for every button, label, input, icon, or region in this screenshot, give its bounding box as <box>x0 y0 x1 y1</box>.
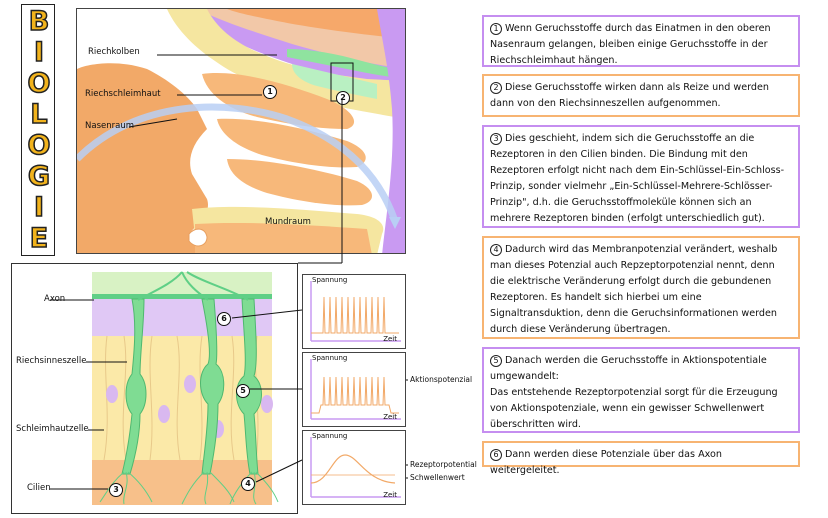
marker-2: 2 <box>336 91 350 105</box>
title-letter: L <box>30 99 49 130</box>
title-letter: G <box>27 161 51 192</box>
title-letter: E <box>29 223 49 254</box>
graph-1-plot <box>310 281 401 342</box>
label-mundraum: Mundraum <box>265 217 311 227</box>
step-5-text-2: Das entstehende Rezeptorpotenzial sorgt … <box>490 387 778 430</box>
step-3-text: Dies geschieht, indem sich die Geruchsst… <box>490 133 785 224</box>
nose-diagram: Riechkolben Riechschleimhaut Nasenraum M… <box>76 8 406 254</box>
label-riechsinneszelle: Riechsinneszelle <box>16 356 87 366</box>
marker-6: 6 <box>217 312 231 326</box>
title-letter: O <box>27 130 51 161</box>
step-2-text: Diese Geruchsstoffe wirken dann als Reiz… <box>490 82 769 109</box>
title-banner: B I O L O G I E <box>21 4 55 256</box>
label-schwellenwert: Schwellenwert <box>410 473 465 482</box>
label-cilien: Cilien <box>27 483 51 493</box>
title-letter: O <box>27 68 51 99</box>
graph-3-ylabel: Spannung <box>312 432 348 440</box>
title-letter: I <box>33 37 45 68</box>
step-1-text: Wenn Geruchsstoffe durch das Einatmen in… <box>490 23 771 66</box>
graph-2-xlabel: Zeit <box>383 413 397 421</box>
marker-3: 3 <box>109 483 123 497</box>
nose-illustration <box>77 9 405 253</box>
label-riechkolben: Riechkolben <box>88 47 140 57</box>
step-3-number: 3 <box>490 133 502 145</box>
graph-3-plot <box>310 437 401 498</box>
graph-3-xlabel: Zeit <box>383 491 397 499</box>
marker-4: 4 <box>241 477 255 491</box>
label-schleimhautzelle: Schleimhautzelle <box>16 424 89 434</box>
graph-axon-potentials: Spannung Zeit <box>302 274 406 349</box>
graph-receptor-potential: Spannung Zeit <box>302 430 406 505</box>
label-nasenraum: Nasenraum <box>85 121 134 131</box>
step-1-number: 1 <box>490 23 502 35</box>
graph-2-plot <box>310 359 401 420</box>
label-rezeptorpotential: Rezeptorpotential <box>410 460 477 469</box>
title-letter: B <box>28 6 50 37</box>
step-6-text: Dann werden diese Potenziale über das Ax… <box>490 449 722 476</box>
marker-5: 5 <box>236 384 250 398</box>
marker-1: 1 <box>263 85 277 99</box>
step-6-number: 6 <box>490 449 502 461</box>
step-2-number: 2 <box>490 82 502 94</box>
label-axon: Axon <box>44 294 66 304</box>
label-riechschleimhaut: Riechschleimhaut <box>85 89 161 99</box>
label-aktionspotenzial: Aktionspotenzial <box>410 375 473 384</box>
step-5-number: 5 <box>490 355 502 367</box>
title-letter: I <box>33 192 45 223</box>
graph-1-ylabel: Spannung <box>312 276 348 284</box>
graph-2-ylabel: Spannung <box>312 354 348 362</box>
step-5-text: Danach werden die Geruchsstoffe in Aktio… <box>490 355 767 382</box>
graph-action-potentials: Spannung Zeit <box>302 352 406 427</box>
step-4-number: 4 <box>490 244 502 256</box>
step-4-text: Dadurch wird das Membranpotenzial veränd… <box>490 244 778 335</box>
graph-1-xlabel: Zeit <box>383 335 397 343</box>
